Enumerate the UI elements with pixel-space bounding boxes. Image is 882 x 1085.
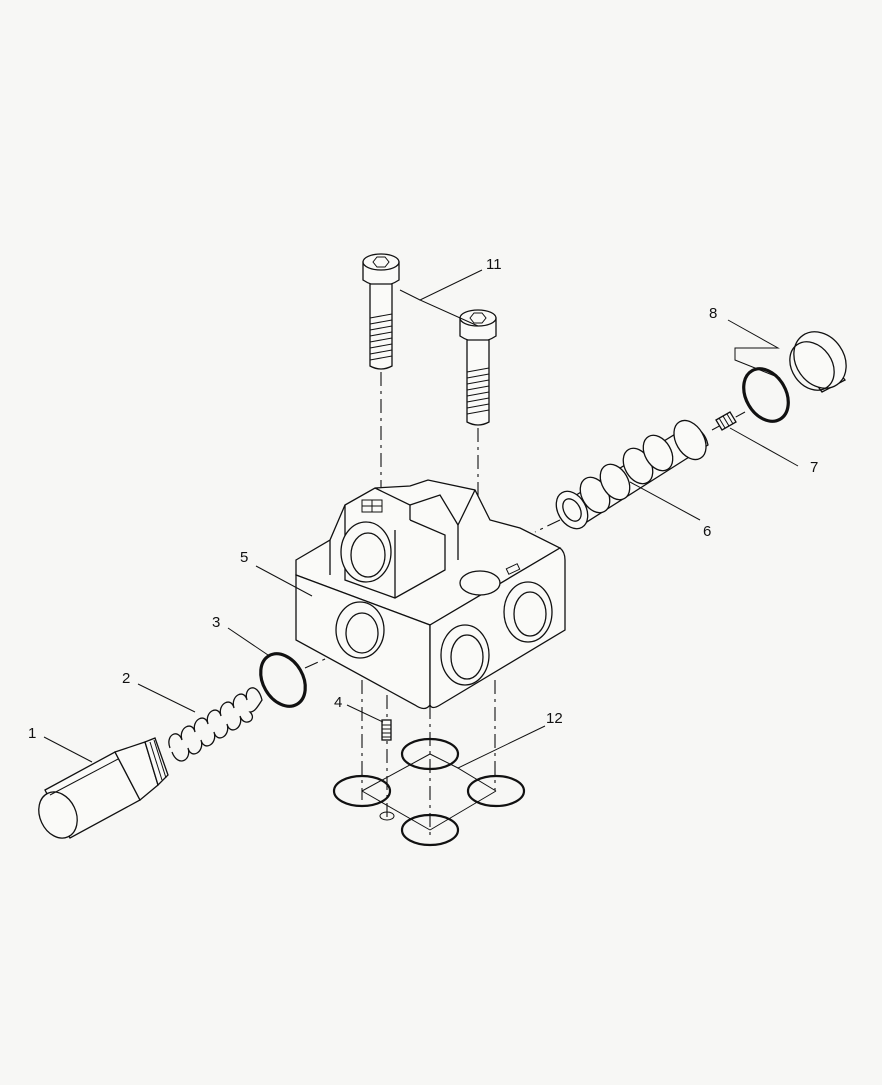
callout-4: 4	[334, 694, 342, 711]
spring	[168, 687, 263, 762]
callout-11: 11	[486, 256, 502, 273]
o-rings-12	[332, 737, 526, 847]
set-screw-4	[381, 719, 392, 741]
callout-5: 5	[240, 549, 248, 566]
relief-cartridge	[38, 737, 169, 839]
cap-screw-right	[459, 309, 497, 426]
o-ring-3	[259, 652, 307, 708]
callout-7: 7	[810, 459, 818, 476]
callout-6: 6	[703, 523, 711, 540]
plug-8	[789, 331, 847, 393]
callout-8: 8	[709, 305, 717, 322]
callout-3: 3	[212, 614, 220, 631]
callout-12: 12	[546, 710, 563, 727]
spool	[555, 419, 709, 530]
callout-labels: 1 2 3 4 5 6 7 8 11 12	[28, 256, 818, 742]
valve-body	[295, 479, 566, 710]
callout-1: 1	[28, 725, 36, 742]
callout-2: 2	[122, 670, 130, 687]
set-screw-7	[715, 411, 737, 431]
leader-lines	[43, 269, 799, 831]
o-ring-8	[742, 367, 790, 423]
cap-screw-left	[362, 253, 400, 370]
